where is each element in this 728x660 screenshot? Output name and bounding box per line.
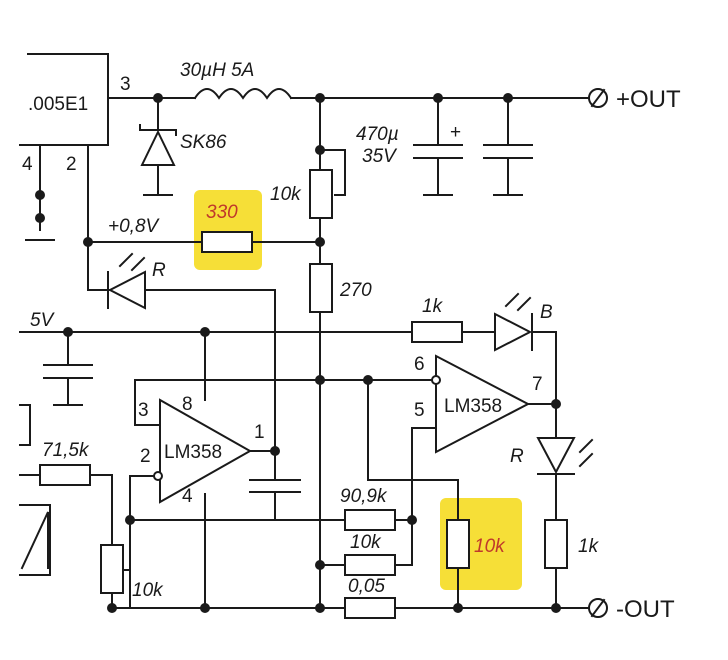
- op2-pin5: 5: [414, 400, 425, 421]
- op1-pin8: 8: [182, 394, 193, 415]
- pot-10k-label: 10k: [132, 580, 164, 601]
- op2-pin6: 6: [414, 354, 425, 375]
- cap-plus-label: +: [450, 122, 461, 143]
- resistor-1k-right: [544, 519, 568, 569]
- v5-label: 5V: [30, 310, 56, 331]
- resistor-90k9: [344, 509, 396, 531]
- resistor-71k5: [39, 464, 91, 486]
- v08-label: +0,8V: [108, 216, 161, 237]
- res-005-label: 0,05: [348, 576, 385, 597]
- op1-pin3: 3: [138, 400, 149, 421]
- sawtooth-source: [19, 504, 51, 576]
- res-90k9-label: 90,9k: [340, 486, 388, 507]
- ic-pin4: 4: [22, 154, 33, 175]
- resistor-10k-top: [309, 169, 333, 219]
- potentiometer-10k[interactable]: [100, 544, 124, 594]
- res-71k5-label: 71,5k: [42, 440, 90, 461]
- res-10k-hl-label: 10k: [474, 536, 506, 557]
- ic-label: .005E1: [28, 94, 88, 115]
- led-r-bottom: [536, 437, 576, 475]
- cap-value-label: 470µ: [356, 124, 399, 145]
- led-r-top: [107, 270, 146, 310]
- op1-pin1: 1: [254, 422, 265, 443]
- out-plus-label: +OUT: [616, 86, 681, 113]
- resistor-1k-top: [411, 321, 463, 343]
- ic-pin3: 3: [120, 74, 131, 95]
- inductor-label: 30µH 5A: [180, 60, 254, 81]
- diode-sk86: [140, 129, 176, 166]
- op1-pin2: 2: [140, 446, 151, 467]
- res-10k-mid-label: 10k: [350, 532, 382, 553]
- resistor-0-05: [344, 597, 396, 619]
- sk86-label: SK86: [180, 132, 227, 153]
- cap-voltage-label: 35V: [362, 146, 398, 167]
- out-minus-label: -OUT: [616, 596, 675, 623]
- res-10k-top-label: 10k: [270, 184, 302, 205]
- opamp-1: [159, 398, 253, 504]
- res-270-label: 270: [339, 280, 372, 301]
- led-b: [494, 312, 533, 352]
- led-b-label: B: [540, 302, 553, 323]
- op1-pin4: 4: [182, 486, 193, 507]
- resistor-270: [309, 263, 333, 313]
- resistor-330: [201, 231, 253, 253]
- ic-block: .005E1: [19, 53, 109, 146]
- res-1k-right-label: 1k: [578, 536, 600, 557]
- op1-name: LM358: [164, 442, 222, 463]
- res-1k-top-label: 1k: [422, 296, 444, 317]
- led-r-top-label: R: [152, 260, 166, 281]
- op2-name: LM358: [444, 396, 502, 417]
- led-r-bottom-label: R: [510, 446, 524, 467]
- res-330-label: 330: [206, 202, 238, 223]
- opamp-2: [435, 354, 531, 454]
- resistor-10k-highlight: [446, 519, 470, 569]
- inductor: [193, 88, 293, 100]
- resistor-10k-mid: [344, 554, 396, 576]
- ic-pin2: 2: [66, 154, 77, 175]
- op2-pin7: 7: [532, 374, 543, 395]
